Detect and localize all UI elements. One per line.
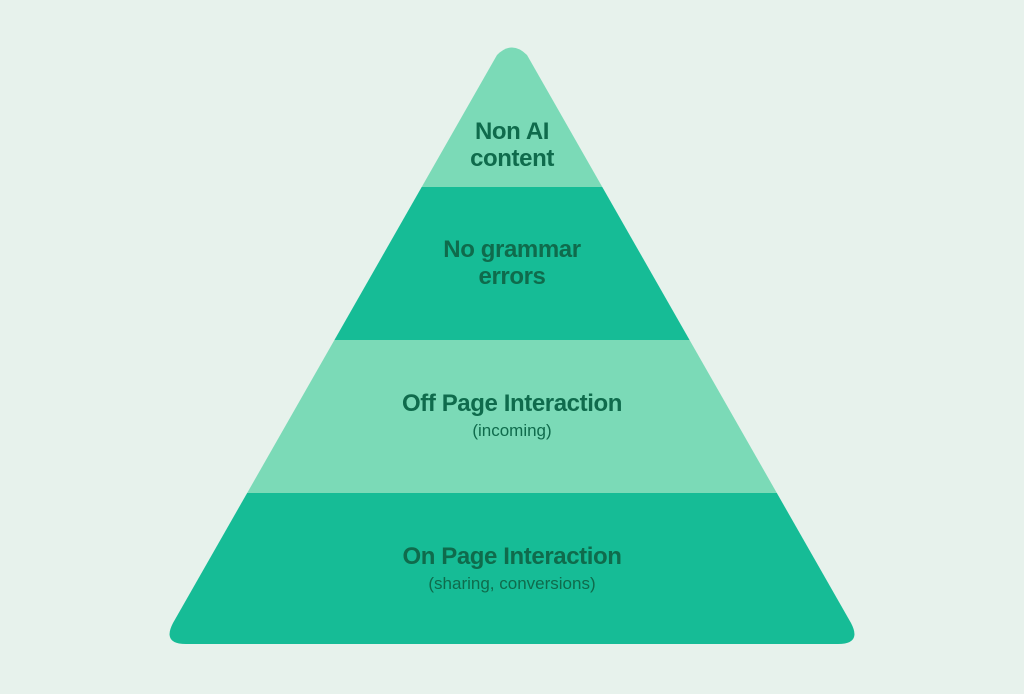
pyramid-level-3-label: Off Page Interaction (incoming) — [312, 390, 712, 442]
level-4-title: On Page Interaction — [402, 543, 622, 570]
pyramid-level-4-band — [169, 493, 855, 644]
level-2-title-line2: errors — [478, 263, 546, 290]
level-3-title: Off Page Interaction — [401, 390, 623, 417]
level-3-subtitle: (incoming) — [472, 421, 552, 440]
pyramid-level-4-label: On Page Interaction (sharing, conversion… — [312, 543, 712, 595]
pyramid-level-2-label: No grammar errors — [312, 236, 712, 290]
level-2-title-line1: No grammar — [443, 236, 581, 263]
pyramid-level-1-label: Non AI content — [312, 118, 712, 172]
level-1-title-line2: content — [470, 145, 554, 172]
level-1-title-line1: Non AI — [474, 118, 550, 145]
level-4-subtitle: (sharing, conversions) — [428, 574, 596, 593]
